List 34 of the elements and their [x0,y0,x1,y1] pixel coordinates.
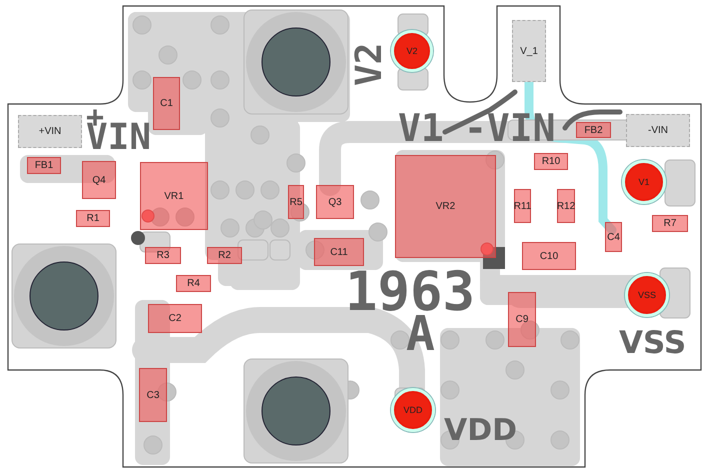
component-footprint: C9 [508,292,536,347]
component-footprint: C1 [153,77,180,130]
component-footprint: R10 [534,153,568,170]
component-footprint: R12 [557,189,575,223]
component-footprint: FB2 [576,122,611,138]
component-footprint: R5 [288,185,304,219]
component-footprint: FB1 [27,157,61,174]
silkscreen-text: VSS [619,328,686,359]
component-footprint: C3 [139,368,167,422]
component-footprint: C2 [148,304,202,333]
component-footprint: R11 [514,189,531,223]
silkscreen-text: VDD [444,416,518,446]
component-footprint: R3 [145,247,181,264]
component-footprint: R4 [176,275,211,292]
component-footprint: C11 [314,238,364,266]
component-footprint: Q3 [316,185,354,219]
silkscreen-text: V1 [398,109,444,147]
test-point: VDD [391,388,435,432]
component-footprint: R2 [207,247,242,264]
component-footprint: Q4 [82,161,116,199]
silkscreen-text: -VIN [464,109,556,147]
component-footprint: R7 [652,215,688,232]
test-point: V1 [622,160,666,204]
connector-pad: V_1 [512,20,546,82]
component-footprint: C10 [522,242,576,270]
connector-pad: -VIN [626,114,690,147]
silkscreen-text: V2 [352,42,388,86]
component-footprint: R1 [76,210,110,227]
test-point: VSS [625,273,669,317]
component-footprint: VR2 [395,155,496,258]
component-footprint: VR1 [140,162,208,230]
component-footprint: C4 [605,222,622,252]
test-point: V2 [391,30,433,72]
connector-pad: +VIN [18,115,82,148]
